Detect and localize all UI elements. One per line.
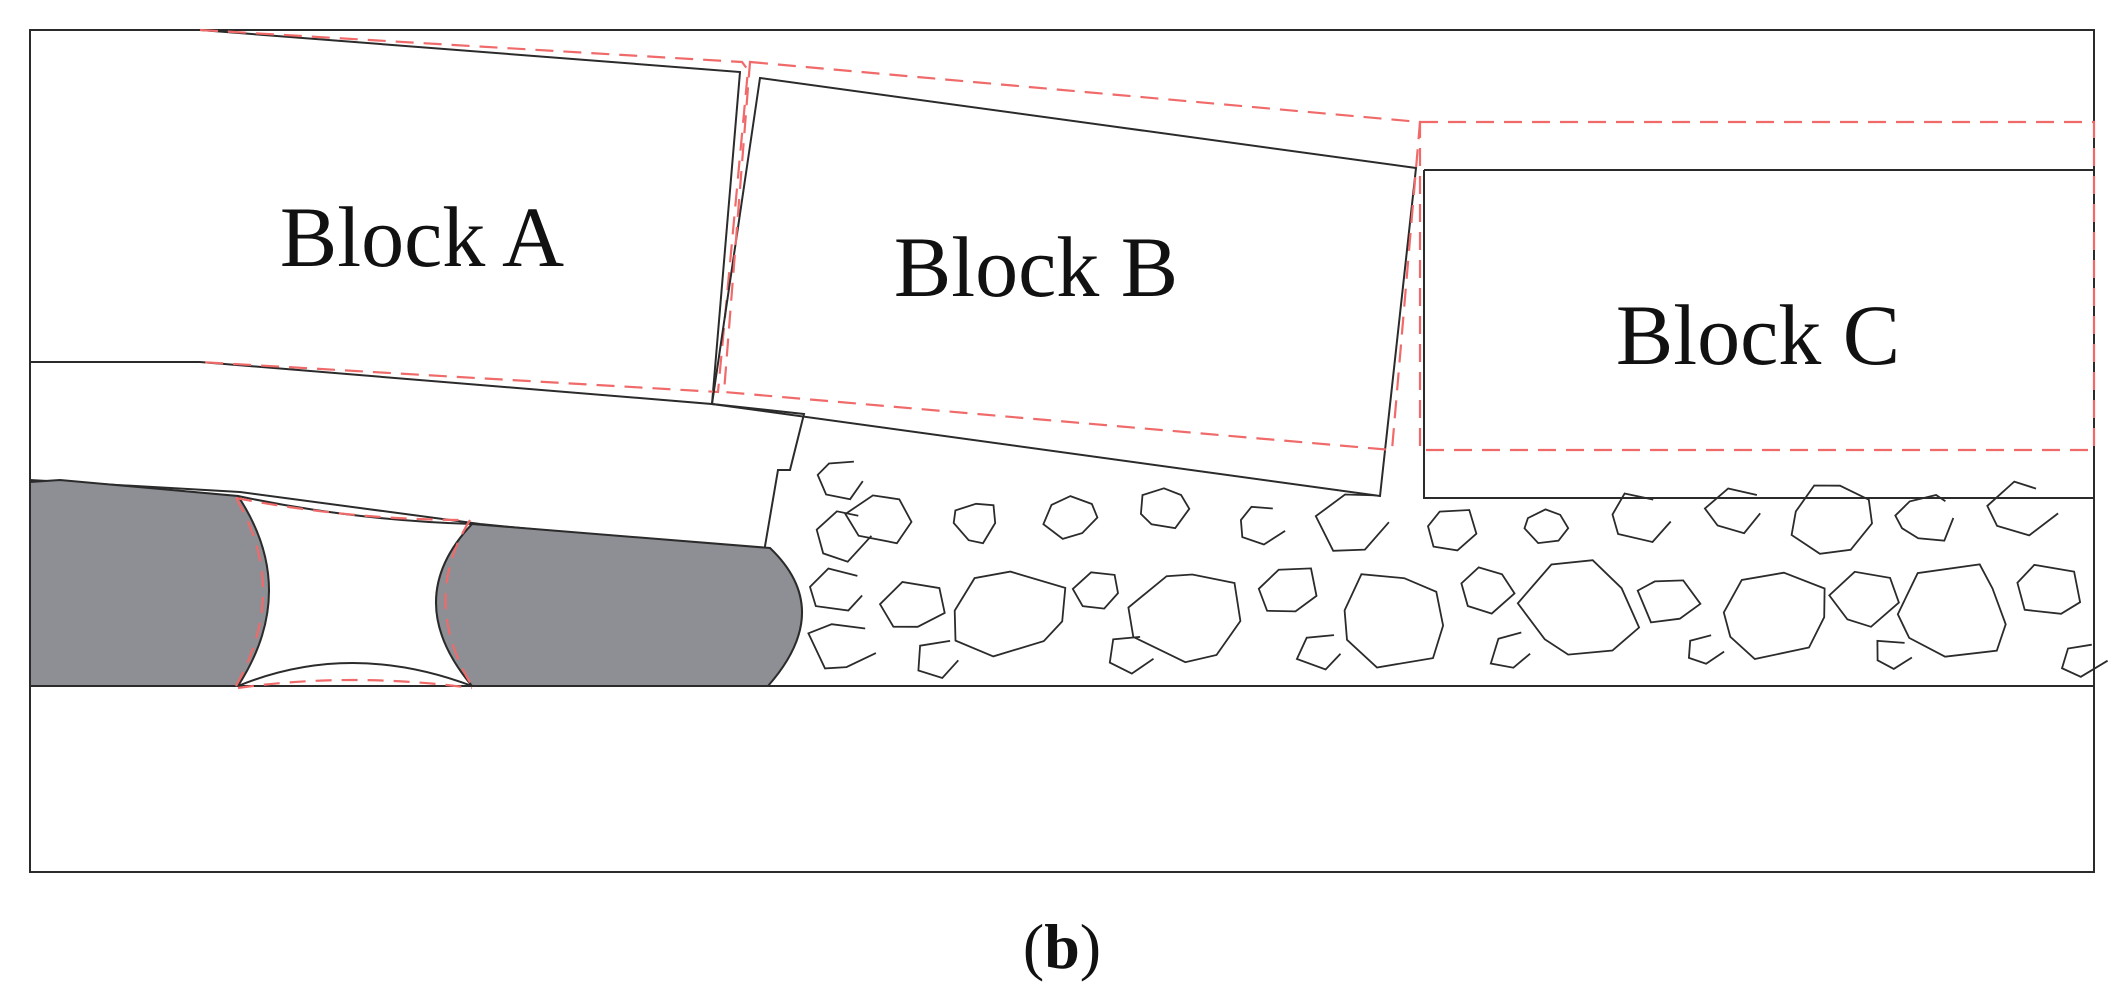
rubble-fragment (953, 570, 1067, 658)
rubble-fragment (1516, 559, 1641, 656)
left-support-body (29, 478, 270, 687)
block-b-outline (710, 76, 1418, 498)
rubble-fragment (1611, 492, 1672, 543)
rubble-fragment (1071, 571, 1119, 610)
block-a (29, 29, 806, 554)
rubble-fragment (1828, 570, 1900, 628)
rubble-fragment (1427, 509, 1478, 552)
rubble-fragment (1703, 487, 1761, 535)
rubble-fragment (1523, 508, 1570, 545)
rubble-fragment (1042, 495, 1099, 540)
rubble-fragment (1722, 571, 1826, 660)
rubble-fragment (1636, 579, 1702, 624)
block-b-displaced-outline (722, 60, 1422, 452)
rubble-fragment (1790, 484, 1873, 555)
panel-label-close: ) (1080, 911, 1101, 982)
rubble-fragment (1489, 631, 1531, 669)
support-gap-top (237, 495, 473, 525)
immediate-roof-layer (29, 403, 806, 554)
block-c-label: Block C (1616, 287, 1900, 383)
block-c-displaced-outline (1418, 120, 2096, 452)
block-c-outline (1423, 169, 2094, 499)
outer-boundary (29, 29, 2095, 873)
block-b (710, 60, 1422, 498)
rubble-fragment (816, 460, 864, 501)
model-frame (29, 29, 2095, 873)
support-displaced-outline (235, 496, 473, 690)
rubble-fragment (1139, 487, 1191, 530)
rubble-fragment (844, 494, 913, 545)
support-gap-bottom (237, 662, 473, 687)
rubble-fragment (917, 640, 959, 680)
rubble-fragment (1108, 636, 1155, 675)
block-a-outline (30, 29, 742, 406)
rubble-fragment (1986, 480, 2059, 537)
rubble-fragment (1295, 634, 1342, 671)
panel-label-open: ( (1023, 911, 1044, 982)
rubble-fragment (808, 567, 863, 612)
rubble-fragment (1314, 493, 1390, 552)
rubble-fragment (1896, 563, 2007, 658)
rubble-fragment (878, 581, 946, 628)
rubble-fragment (1876, 639, 1913, 670)
rubble-fragment (1343, 573, 1445, 669)
rubble-fragment (1460, 566, 1516, 615)
rubble-fragment (815, 510, 873, 563)
backfill-supports (29, 478, 803, 690)
rubble-fragment (1687, 634, 1725, 665)
rubble-fragment (1127, 573, 1242, 664)
right-support-body (435, 522, 803, 687)
block-a-displaced-outline (199, 28, 750, 394)
panel-label-letter: b (1044, 911, 1080, 982)
rubble-fragment (952, 502, 997, 545)
rubble-fragment (807, 623, 877, 670)
block-a-label: Block A (280, 189, 564, 285)
panel-label: (b) (1023, 911, 1101, 982)
rubble-fragment (1239, 505, 1286, 546)
broken-rock-zone (807, 460, 2109, 680)
rubble-fragment (2060, 643, 2109, 678)
rubble-fragment (2016, 563, 2082, 615)
block-c (1418, 120, 2096, 499)
rubble-fragment (1894, 494, 1955, 542)
rubble-fragment (1257, 567, 1318, 613)
block-b-label: Block B (894, 219, 1178, 315)
